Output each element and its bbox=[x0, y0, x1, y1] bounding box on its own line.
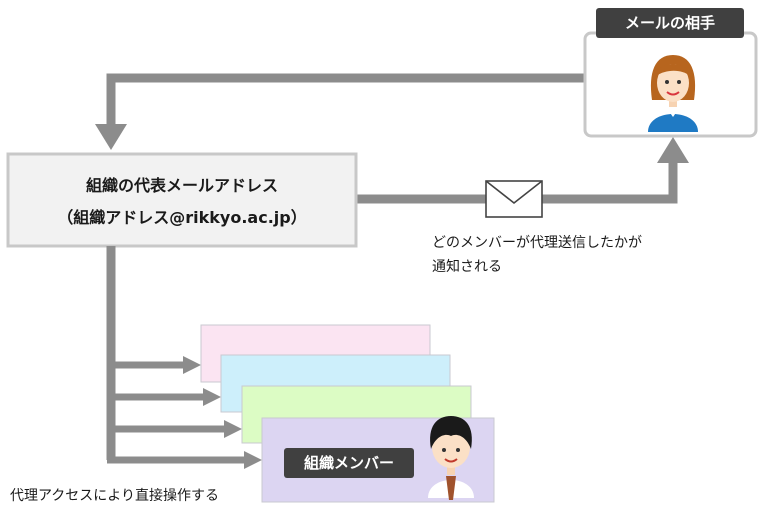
arrow-from-org-to-recipient bbox=[356, 160, 678, 204]
man-avatar-icon bbox=[428, 416, 474, 500]
proxy-access-caption: 代理アクセスにより直接操作する bbox=[10, 488, 220, 504]
recipient-label: メールの相手 bbox=[596, 8, 744, 38]
notification-text-line2: 通知される bbox=[432, 259, 502, 275]
arrowhead-up-to-recipient bbox=[657, 137, 689, 163]
woman-avatar-icon bbox=[648, 55, 698, 132]
notification-text-line1: どのメンバーが代理送信したかが bbox=[432, 235, 642, 251]
org-address-email: （組織アドレス@rikkyo.ac.jp） bbox=[57, 208, 307, 227]
arrow-from-recipient-to-org bbox=[106, 73, 585, 127]
org-address-title: 組織の代表メールアドレス bbox=[85, 176, 278, 195]
member-label: 組織メンバー bbox=[284, 448, 414, 478]
org-address-box bbox=[6, 152, 358, 248]
envelope-icon bbox=[485, 180, 543, 218]
member-distribution-arrows bbox=[106, 246, 262, 469]
arrowhead-down-to-org bbox=[95, 124, 127, 150]
